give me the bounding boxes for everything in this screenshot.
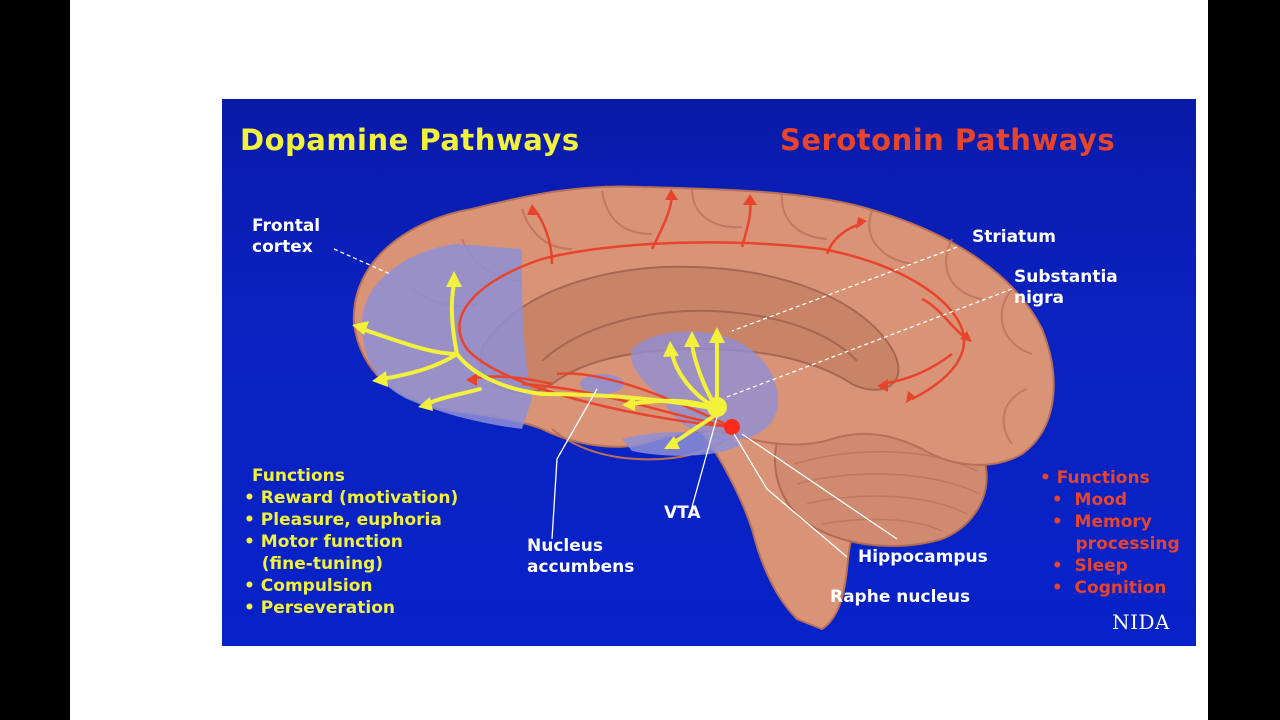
serotonin-title: Serotonin Pathways: [780, 123, 1115, 157]
label-raphe-nucleus: Raphe nucleus: [830, 587, 970, 608]
dopamine-function-item: • Pleasure, euphoria: [244, 509, 458, 531]
dopamine-function-item: • Motor function (fine-tuning): [244, 531, 458, 575]
label-frontal-cortex: Frontal cortex: [252, 216, 320, 258]
page-background: Dopamine Pathways Serotonin Pathways Fro…: [70, 0, 1208, 720]
dopamine-function-item: • Perseveration: [244, 597, 458, 619]
dopamine-functions-list: • Reward (motivation) • Pleasure, euphor…: [244, 487, 458, 619]
serotonin-function-item: • Mood: [1040, 489, 1180, 511]
label-nucleus-accumbens: Nucleus accumbens: [527, 536, 634, 578]
dopamine-title: Dopamine Pathways: [240, 123, 580, 157]
dopamine-function-item: • Reward (motivation): [244, 487, 458, 509]
serotonin-function-item: • Cognition: [1040, 577, 1180, 599]
label-striatum: Striatum: [972, 227, 1056, 248]
vta-node: [707, 397, 727, 417]
label-hippocampus: Hippocampus: [858, 547, 988, 568]
serotonin-functions: • Functions • Mood • Memory processing •…: [1040, 467, 1180, 599]
raphe-node: [724, 419, 740, 435]
label-substantia-nigra: Substantia nigra: [1014, 267, 1118, 309]
serotonin-function-item: • Sleep: [1040, 555, 1180, 577]
serotonin-functions-list: • Mood • Memory processing • Sleep • Cog…: [1040, 489, 1180, 599]
dopamine-functions: Functions • Reward (motivation) • Pleasu…: [244, 465, 458, 619]
dopamine-functions-heading: Functions: [252, 465, 458, 487]
label-vta: VTA: [664, 503, 701, 524]
serotonin-function-item: • Memory processing: [1040, 511, 1180, 555]
nida-credit-logo: NIDA: [1112, 610, 1170, 634]
pathways-slide: Dopamine Pathways Serotonin Pathways Fro…: [222, 99, 1196, 646]
serotonin-functions-heading: • Functions: [1040, 467, 1180, 489]
dopamine-function-item: • Compulsion: [244, 575, 458, 597]
